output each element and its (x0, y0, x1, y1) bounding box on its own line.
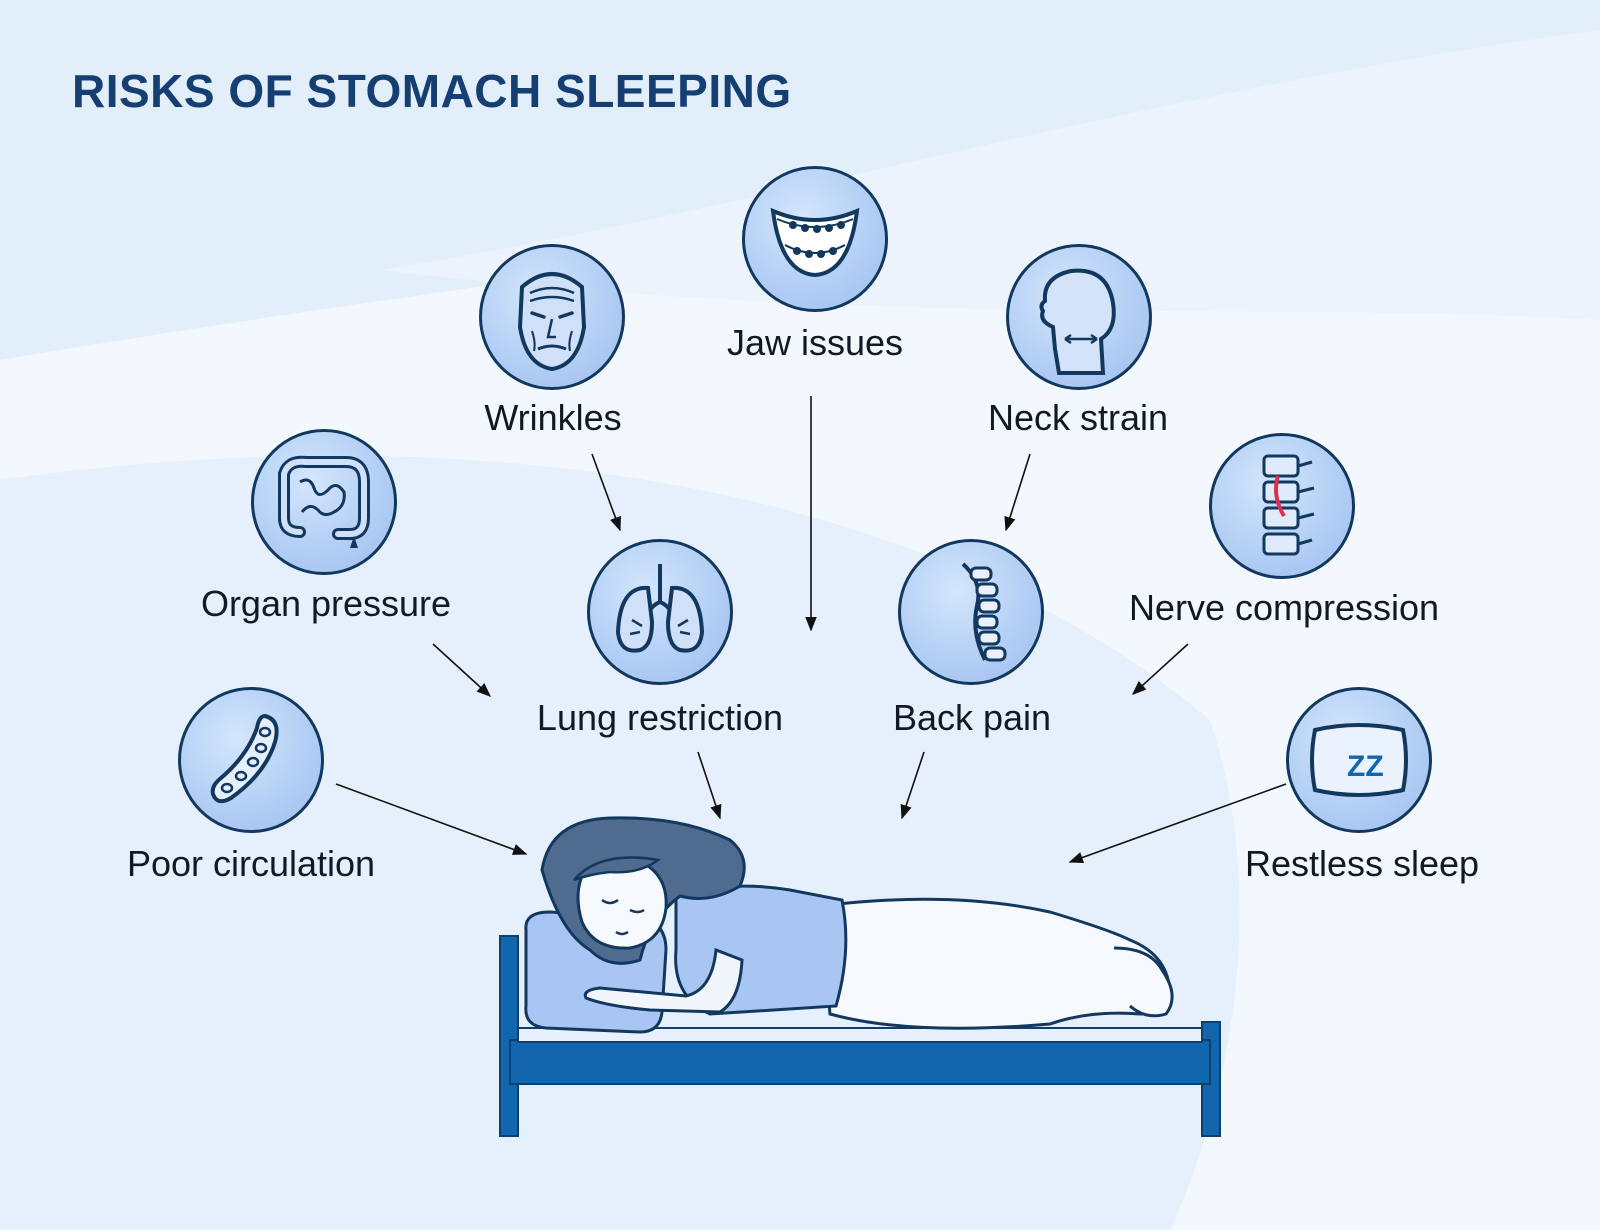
label-organ-pressure: Organ pressure (200, 583, 452, 624)
label-poor-circulation: Poor circulation (126, 843, 376, 884)
vertebrae-nerve-icon (1209, 433, 1355, 579)
page-title: RISKS OF STOMACH SLEEPING (72, 65, 792, 117)
intestines-icon (251, 429, 397, 575)
label-neck-strain: Neck strain (987, 397, 1169, 438)
label-lung-restriction: Lung restriction (536, 697, 784, 738)
woman-sleeping-on-stomach (499, 816, 1221, 1137)
label-nerve-compression: Nerve compression (1128, 587, 1440, 628)
label-wrinkles: Wrinkles (484, 397, 622, 438)
head-neck-icon (1006, 244, 1152, 390)
label-restless-sleep: Restless sleep (1244, 843, 1480, 884)
label-jaw-issues: Jaw issues (726, 322, 904, 363)
teeth-icon (742, 166, 888, 312)
bed (499, 935, 1221, 1137)
label-back-pain: Back pain (892, 697, 1052, 738)
spine-icon (898, 539, 1044, 685)
blood-vessel-icon (178, 687, 324, 833)
zz-text: ZZ (1347, 750, 1384, 783)
lungs-icon (587, 539, 733, 685)
face-wrinkles-icon (479, 244, 625, 390)
pillow-zz-icon: ZZ (1286, 687, 1432, 833)
